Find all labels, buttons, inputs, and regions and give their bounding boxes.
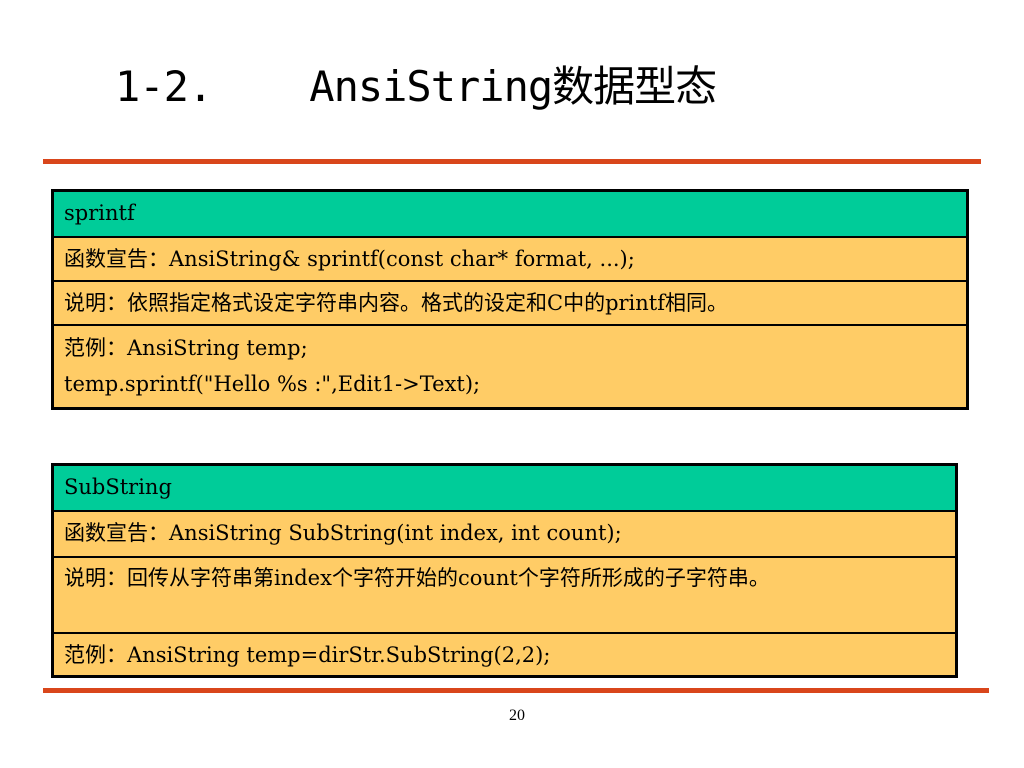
description-row: 说明：回传从字符串第index个字符开始的count个字符所形成的子字符串。 — [54, 558, 955, 634]
example-row: 范例：AnsiString temp; temp.sprintf("Hello … — [54, 326, 966, 407]
declaration-text: 函数宣告：AnsiString& sprintf(const char* for… — [64, 247, 635, 271]
example-text: 范例：AnsiString temp=dirStr.SubString(2,2)… — [64, 643, 551, 667]
substring-table: SubString 函数宣告：AnsiString SubString(int … — [51, 463, 958, 678]
declaration-row: 函数宣告：AnsiString SubString(int index, int… — [54, 512, 955, 558]
sprintf-table: sprintf 函数宣告：AnsiString& sprintf(const c… — [51, 189, 969, 410]
table-header-label: sprintf — [64, 201, 135, 225]
example-line-1: 范例：AnsiString temp; — [64, 336, 308, 360]
description-row: 说明：依照指定格式设定字符串内容。格式的设定和C中的printf相同。 — [54, 282, 966, 326]
declaration-row: 函数宣告：AnsiString& sprintf(const char* for… — [54, 238, 966, 282]
table-header-label: SubString — [64, 475, 172, 499]
slide-title: 1-2. AnsiString数据型态 — [115, 62, 717, 111]
declaration-text: 函数宣告：AnsiString SubString(int index, int… — [64, 521, 622, 545]
table-header-row: sprintf — [54, 192, 966, 238]
example-line-2: temp.sprintf("Hello %s :",Edit1->Text); — [64, 372, 481, 396]
description-text: 说明：依照指定格式设定字符串内容。格式的设定和C中的printf相同。 — [64, 291, 728, 315]
page-number: 20 — [509, 707, 525, 724]
description-text: 说明：回传从字符串第index个字符开始的count个字符所形成的子字符串。 — [64, 566, 770, 590]
example-row: 范例：AnsiString temp=dirStr.SubString(2,2)… — [54, 634, 955, 675]
top-divider — [43, 159, 981, 164]
table-header-row: SubString — [54, 466, 955, 512]
bottom-divider — [43, 688, 989, 693]
